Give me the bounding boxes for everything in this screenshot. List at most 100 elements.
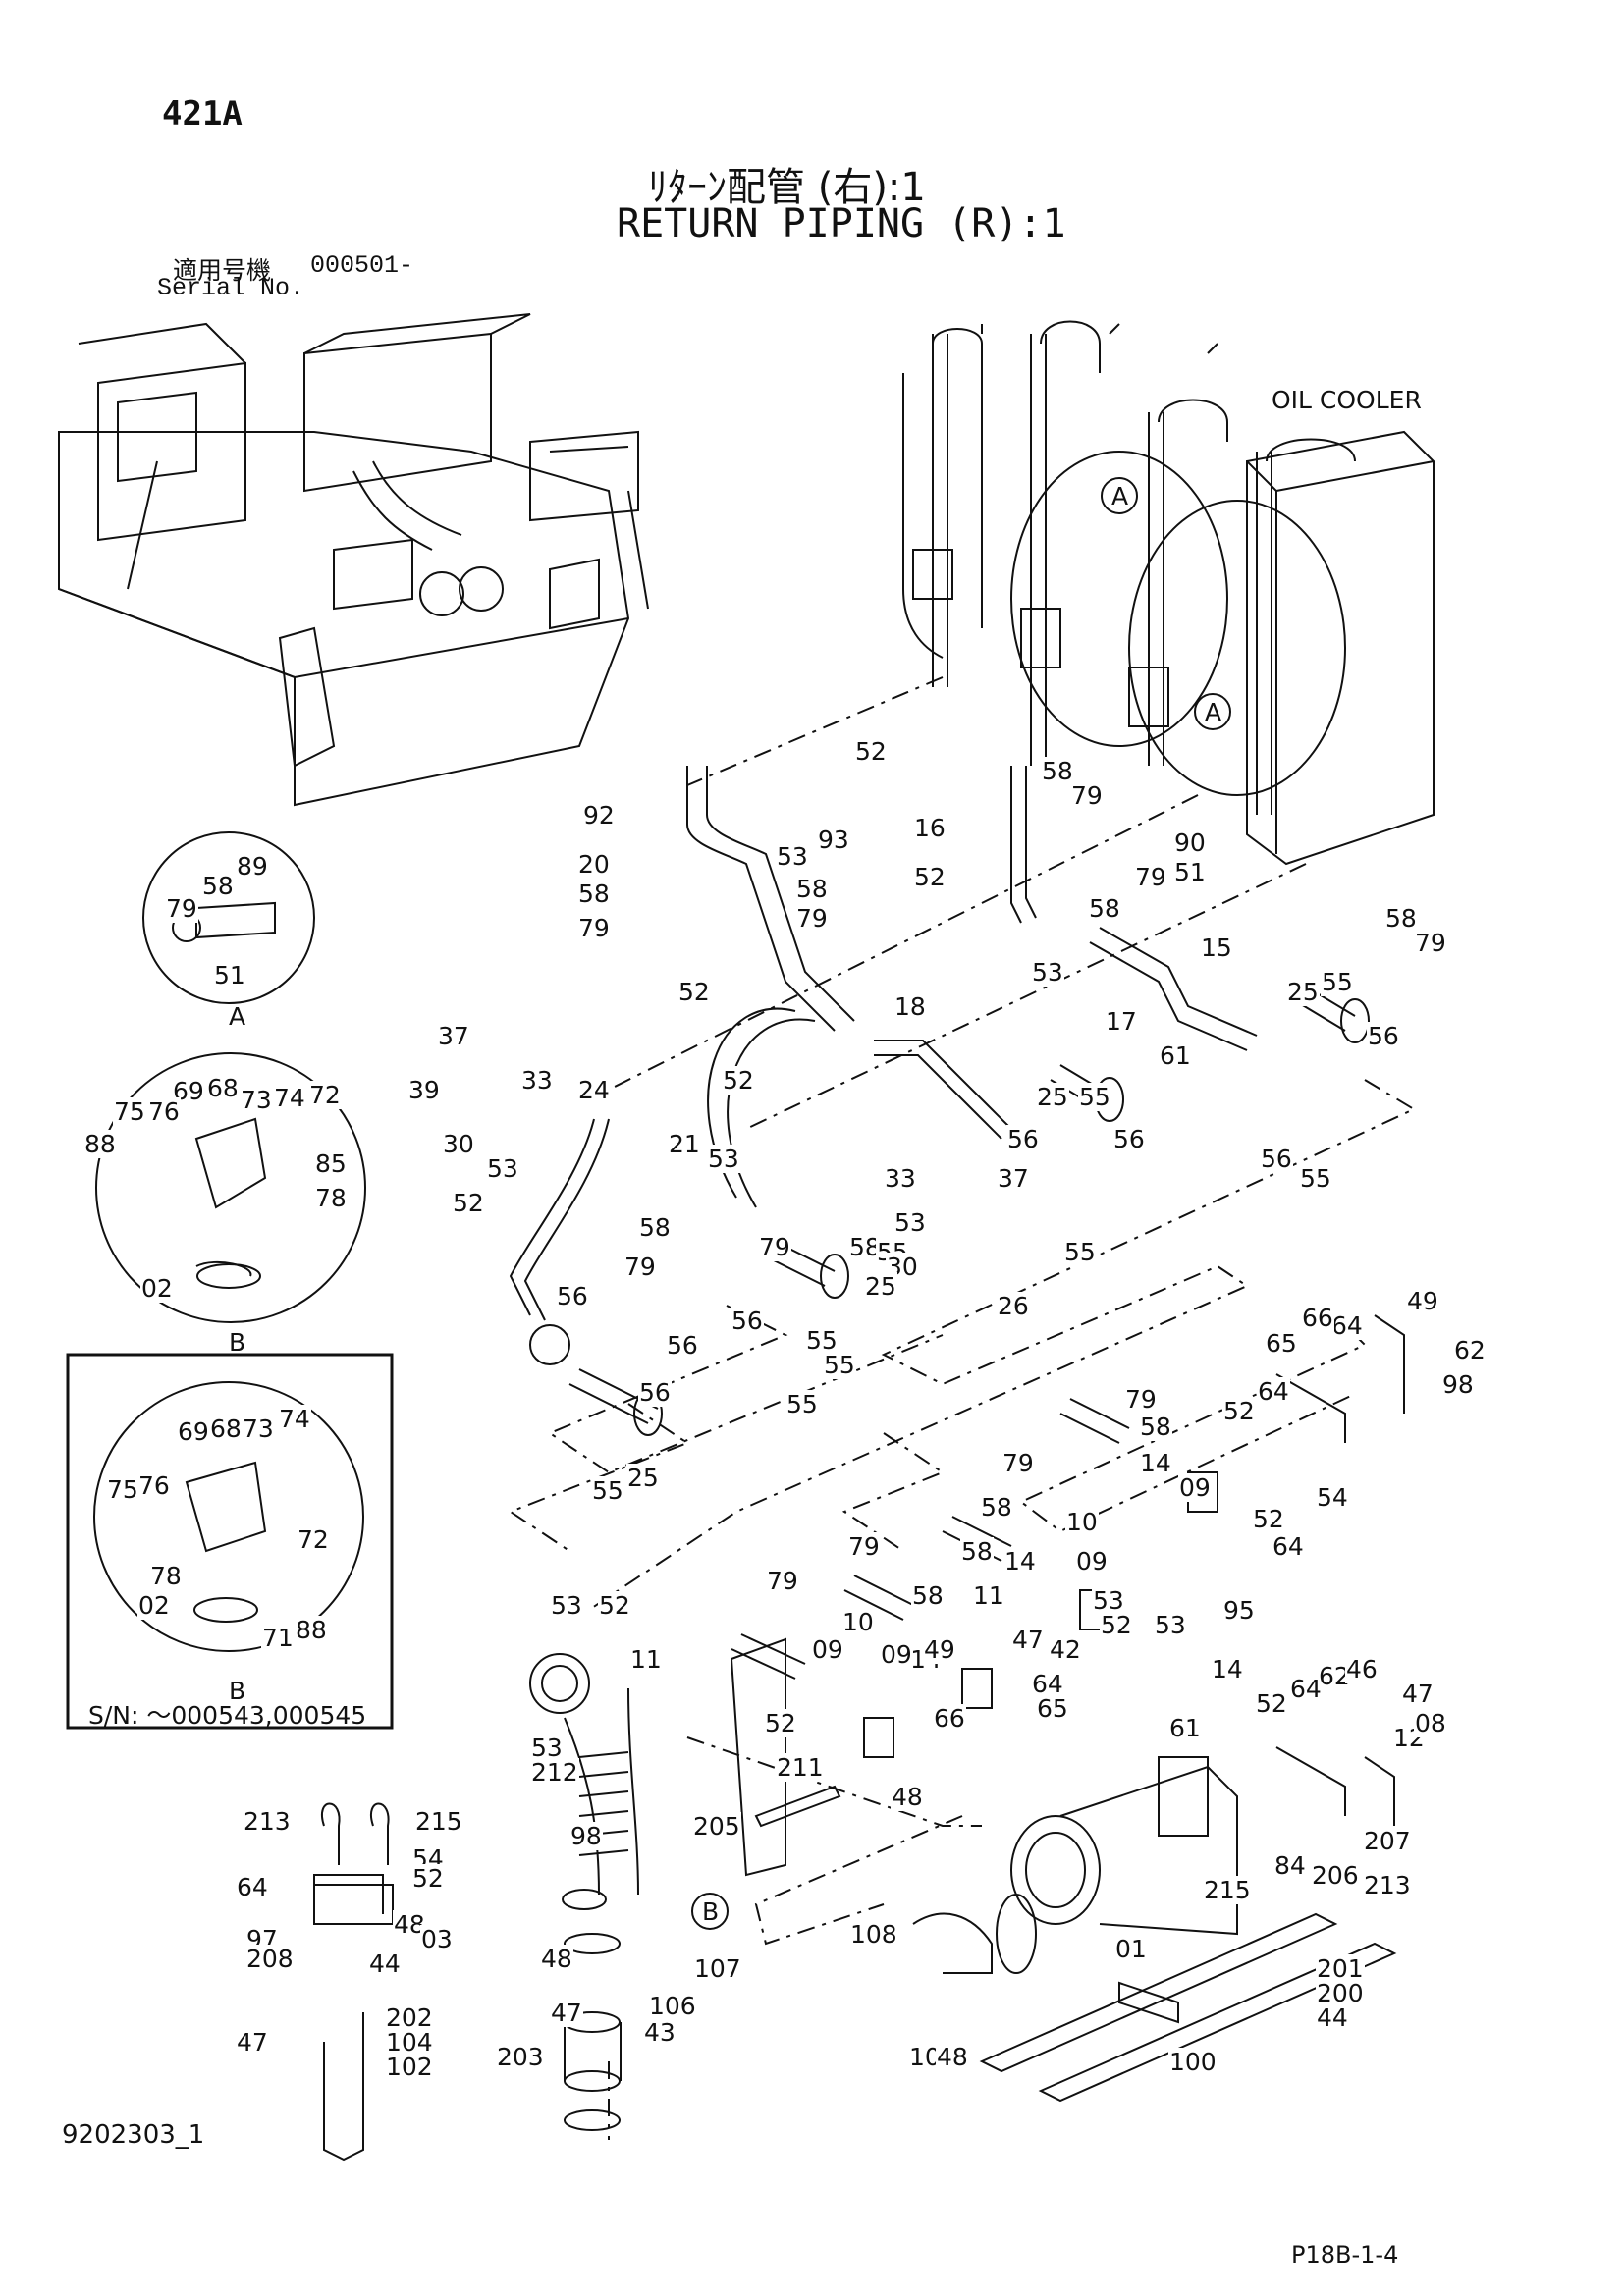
- detail-B-circle: [95, 1052, 366, 1323]
- part-callout: 15: [1200, 934, 1233, 962]
- part-callout: 205: [692, 1812, 741, 1841]
- part-callout: 58: [980, 1493, 1013, 1522]
- oil-cooler-label: OIL COOLER: [1272, 386, 1422, 414]
- part-callout: 55: [1299, 1164, 1332, 1193]
- part-callout: 56: [1006, 1125, 1040, 1153]
- detail-a-label: A: [229, 1002, 246, 1031]
- dashed-connectors: [508, 676, 1417, 2140]
- part-callout: 84: [1273, 1851, 1307, 1880]
- part-callout: 37: [997, 1164, 1030, 1193]
- part-callout: 52: [854, 737, 888, 766]
- part-callout: 64: [1031, 1670, 1064, 1698]
- part-callout: 10: [1065, 1508, 1099, 1536]
- part-callout: 208: [245, 1945, 295, 1973]
- part-callout: 14: [1003, 1547, 1037, 1575]
- detail-b-callout: 85: [314, 1149, 348, 1178]
- part-callout: 20: [577, 850, 611, 879]
- part-callout: 79: [847, 1532, 881, 1561]
- part-callout: 39: [407, 1076, 441, 1104]
- part-callout: 24: [577, 1076, 611, 1104]
- part-callout: 09: [811, 1635, 844, 1664]
- detail-b2-serial: S/N: ～000543,000545: [88, 1701, 367, 1730]
- detail-a-callout: 58: [201, 872, 235, 900]
- part-callout: 08: [1414, 1709, 1447, 1737]
- part-callout: 201: [1316, 1954, 1365, 1983]
- part-callout: 55: [1063, 1238, 1097, 1266]
- part-callout: 79: [1001, 1449, 1035, 1477]
- part-callout: 61: [1168, 1714, 1202, 1742]
- part-callout: 90: [1173, 828, 1207, 857]
- part-callout: 10: [841, 1608, 875, 1636]
- part-callout: 56: [638, 1378, 672, 1407]
- part-callout: 79: [1070, 781, 1104, 810]
- part-callout: 43: [643, 2018, 677, 2047]
- detail-a-callout: 79: [165, 894, 198, 923]
- part-callout: 58: [1041, 757, 1074, 785]
- part-callout: 58: [795, 875, 829, 903]
- detail-b2-callout: 72: [297, 1525, 330, 1554]
- part-callout: 53: [486, 1154, 519, 1183]
- part-callout: 64: [1257, 1377, 1290, 1406]
- detail-b2-callout: 78: [149, 1562, 183, 1590]
- part-callout: 01: [1114, 1935, 1148, 1963]
- part-callout: 52: [1100, 1611, 1133, 1639]
- callout-a-letter: A: [1111, 482, 1129, 510]
- part-callout: 25: [864, 1272, 897, 1301]
- part-callout: 79: [623, 1253, 657, 1281]
- part-callout: 56: [1260, 1145, 1293, 1173]
- part-callout: 58: [911, 1581, 945, 1610]
- part-callout: 56: [1367, 1022, 1400, 1050]
- part-callout: 98: [1441, 1370, 1475, 1399]
- detail-B2-box: [66, 1353, 394, 1730]
- part-callout: 61: [1159, 1041, 1192, 1070]
- detail-b-callout: 72: [308, 1081, 342, 1109]
- part-callout: 58: [960, 1537, 994, 1566]
- part-callout: 55: [1321, 968, 1354, 996]
- part-callout: 12: [1392, 1724, 1426, 1752]
- part-callout: 66: [1301, 1304, 1334, 1332]
- detail-b-callout: 75: [113, 1097, 146, 1126]
- part-callout: 52: [722, 1066, 755, 1095]
- part-callout: 53: [1092, 1586, 1125, 1615]
- part-callout: 44: [1316, 2003, 1349, 2032]
- part-callout: 47: [550, 1999, 583, 2027]
- part-callout: 95: [1222, 1596, 1256, 1625]
- detail-b-callout: 76: [147, 1097, 181, 1126]
- part-callout: 52: [598, 1591, 631, 1620]
- part-callout: 49: [1406, 1287, 1439, 1315]
- part-callout: 108: [849, 1920, 898, 1949]
- part-callout: 98: [569, 1822, 603, 1850]
- part-callout: 79: [1414, 929, 1447, 957]
- part-callout: 09: [1075, 1547, 1109, 1575]
- part-callout: 211: [776, 1753, 825, 1782]
- part-callout: 206: [1311, 1861, 1360, 1890]
- part-callout: 52: [1222, 1397, 1256, 1425]
- part-callout: 25: [1286, 978, 1320, 1006]
- part-callout: 53: [530, 1734, 564, 1762]
- part-callout: 58: [638, 1213, 672, 1242]
- part-callout: 56: [731, 1307, 764, 1335]
- part-callout: 47: [236, 2028, 269, 2056]
- part-callout: 200: [1316, 1979, 1365, 2007]
- part-callout: 55: [591, 1476, 624, 1505]
- part-callout: 14: [1139, 1449, 1172, 1477]
- detail-b2-callout: 75: [106, 1475, 139, 1504]
- part-callout: 52: [1252, 1505, 1285, 1533]
- part-callout: 25: [626, 1464, 660, 1492]
- part-callout: 92: [582, 801, 616, 829]
- part-callout: 79: [577, 914, 611, 942]
- part-callout: 46: [1345, 1655, 1379, 1683]
- part-callout: 104: [385, 2028, 434, 2056]
- callout-b-letter: B: [702, 1897, 720, 1926]
- part-callout: 47: [1011, 1626, 1045, 1654]
- machine-overview-drawing: [58, 313, 649, 807]
- part-callout: 03: [420, 1925, 454, 1953]
- part-callout: 53: [776, 842, 809, 871]
- part-callout: 58: [1139, 1413, 1172, 1441]
- part-callout: 53: [1154, 1611, 1187, 1639]
- model-number: 421A: [162, 94, 243, 133]
- part-callout: 52: [1255, 1689, 1288, 1718]
- part-callout: 212: [530, 1758, 579, 1787]
- part-callout: 55: [805, 1326, 839, 1355]
- detail-b-callout: 74: [273, 1084, 306, 1112]
